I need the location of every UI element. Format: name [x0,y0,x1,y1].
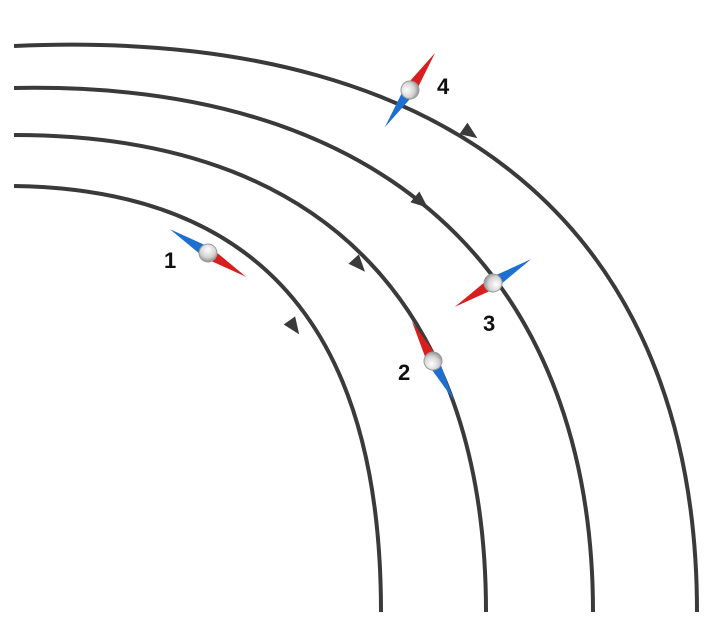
field-line-4 [13,42,699,613]
compass-2-label: 2 [398,360,410,385]
field-line-2 [13,133,488,613]
compass-4-label: 4 [437,74,450,99]
compass-1-label: 1 [164,248,176,273]
compass-3-label: 3 [483,311,495,336]
direction-arrows [283,122,478,335]
compass-pivot-icon [198,243,218,263]
arrowhead-icon [459,122,478,139]
arrowhead-icon [348,254,366,272]
arrowhead-icon [283,316,300,335]
compass-pivot-icon [483,273,503,293]
compass-4 [384,52,436,128]
field-lines [13,42,699,613]
compass-pivot-icon [423,351,443,371]
compass-3 [454,259,532,307]
compass-pivot-icon [400,80,420,100]
field-line-3 [13,85,595,613]
arrowhead-icon [410,191,428,208]
field-line-1 [13,184,383,613]
compass-1 [169,229,247,277]
compass-2 [411,321,455,401]
